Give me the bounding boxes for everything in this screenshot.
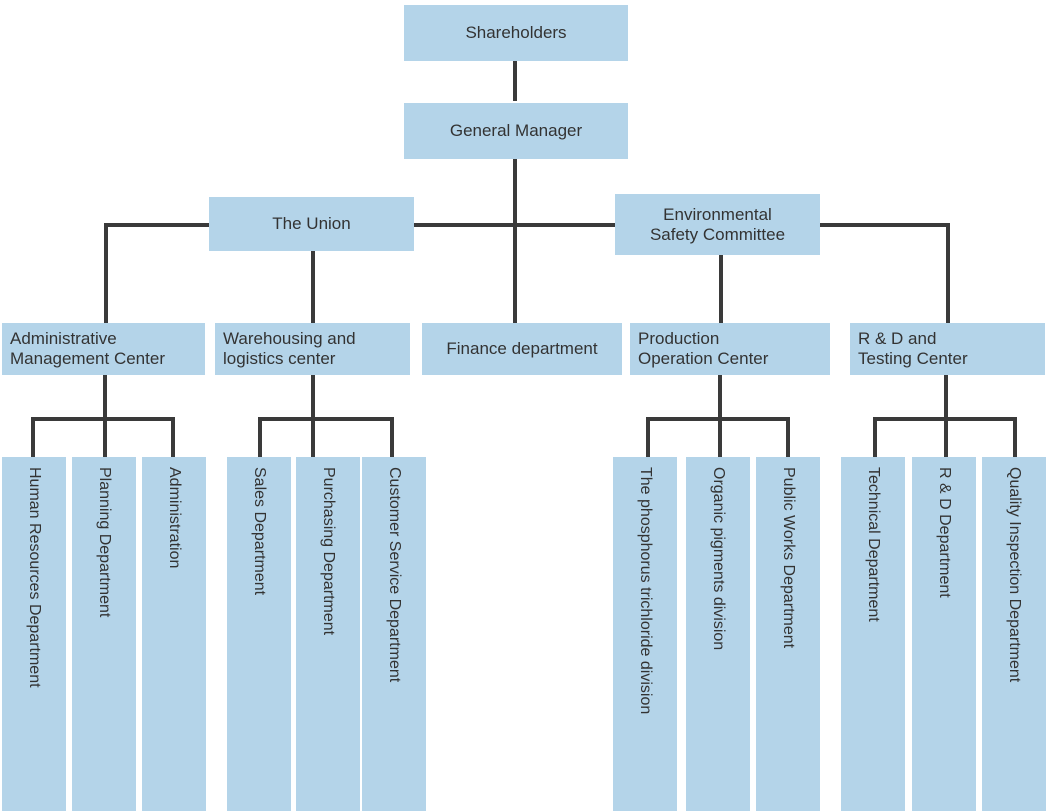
node-quality-inspection-department[interactable]: Quality Inspection Department bbox=[982, 457, 1046, 811]
node-organic-pigments-division-label: Organic pigments division bbox=[710, 467, 727, 651]
node-phosphorus-trichloride-division-label: The phosphorus trichloride division bbox=[637, 467, 654, 715]
connector-esc-to-production bbox=[719, 255, 723, 323]
node-planning-department[interactable]: Planning Department bbox=[72, 457, 136, 811]
connector-shareholders-to-general-manager bbox=[513, 61, 517, 101]
node-environmental-safety-committee-label: Environmental Safety Committee bbox=[649, 204, 786, 244]
node-warehousing-logistics-center[interactable]: Warehousing and logistics center bbox=[215, 323, 410, 375]
connector-rd-center-drop-3 bbox=[1013, 417, 1017, 457]
connector-general-manager-trunk bbox=[513, 159, 517, 323]
node-phosphorus-trichloride-division[interactable]: The phosphorus trichloride division bbox=[613, 457, 677, 811]
connector-union-to-warehousing bbox=[311, 251, 315, 323]
connector-bus-left-drop bbox=[104, 223, 108, 323]
node-technical-department[interactable]: Technical Department bbox=[841, 457, 905, 811]
node-rd-department-label: R & D Department bbox=[936, 467, 953, 598]
connector-main-bus bbox=[104, 223, 950, 227]
connector-warehousing-stem bbox=[311, 375, 315, 421]
node-customer-service-department[interactable]: Customer Service Department bbox=[362, 457, 426, 811]
connector-warehousing-drop-1 bbox=[258, 417, 262, 457]
node-environmental-safety-committee[interactable]: Environmental Safety Committee bbox=[615, 194, 820, 255]
node-production-operation-center[interactable]: Production Operation Center bbox=[630, 323, 830, 375]
node-customer-service-department-label: Customer Service Department bbox=[386, 467, 403, 683]
node-human-resources-department[interactable]: Human Resources Department bbox=[2, 457, 66, 811]
connector-production-stem bbox=[718, 375, 722, 421]
connector-warehousing-drop-3 bbox=[390, 417, 394, 457]
node-warehousing-logistics-center-label: Warehousing and logistics center bbox=[223, 329, 356, 368]
connector-warehousing-bar bbox=[258, 417, 394, 421]
connector-admin-center-drop-1 bbox=[31, 417, 35, 457]
node-technical-department-label: Technical Department bbox=[865, 467, 882, 622]
node-purchasing-department[interactable]: Purchasing Department bbox=[296, 457, 360, 811]
node-general-manager-label: General Manager bbox=[449, 121, 583, 140]
node-quality-inspection-department-label: Quality Inspection Department bbox=[1006, 467, 1023, 683]
connector-rd-center-stem bbox=[944, 375, 948, 421]
node-rd-testing-center-label: R & D and Testing Center bbox=[858, 329, 968, 368]
node-sales-department[interactable]: Sales Department bbox=[227, 457, 291, 811]
node-planning-department-label: Planning Department bbox=[96, 467, 113, 618]
node-administrative-management-center[interactable]: Administrative Management Center bbox=[2, 323, 205, 375]
node-the-union[interactable]: The Union bbox=[209, 197, 414, 251]
node-rd-testing-center[interactable]: R & D and Testing Center bbox=[850, 323, 1045, 375]
connector-production-drop-2 bbox=[718, 417, 722, 457]
node-public-works-department-label: Public Works Department bbox=[780, 467, 797, 649]
node-general-manager[interactable]: General Manager bbox=[404, 103, 628, 159]
node-public-works-department[interactable]: Public Works Department bbox=[756, 457, 820, 811]
node-production-operation-center-label: Production Operation Center bbox=[638, 329, 769, 368]
node-finance-department-label: Finance department bbox=[446, 339, 598, 358]
node-the-union-label: The Union bbox=[272, 214, 351, 233]
node-human-resources-department-label: Human Resources Department bbox=[26, 467, 43, 688]
node-finance-department[interactable]: Finance department bbox=[422, 323, 622, 375]
node-administration[interactable]: Administration bbox=[142, 457, 206, 811]
node-rd-department[interactable]: R & D Department bbox=[912, 457, 976, 811]
connector-bus-right-drop bbox=[946, 223, 950, 323]
node-shareholders-label: Shareholders bbox=[465, 23, 567, 42]
node-administrative-management-center-label: Administrative Management Center bbox=[10, 329, 165, 368]
connector-admin-center-drop-3 bbox=[171, 417, 175, 457]
connector-production-drop-3 bbox=[786, 417, 790, 457]
connector-warehousing-drop-2 bbox=[311, 417, 315, 457]
node-administration-label: Administration bbox=[166, 467, 183, 569]
connector-rd-center-drop-1 bbox=[873, 417, 877, 457]
node-sales-department-label: Sales Department bbox=[251, 467, 268, 596]
connector-admin-center-drop-2 bbox=[103, 417, 107, 457]
connector-admin-center-stem bbox=[103, 375, 107, 421]
node-shareholders[interactable]: Shareholders bbox=[404, 5, 628, 61]
connector-production-drop-1 bbox=[646, 417, 650, 457]
node-organic-pigments-division[interactable]: Organic pigments division bbox=[686, 457, 750, 811]
node-purchasing-department-label: Purchasing Department bbox=[320, 467, 337, 636]
connector-rd-center-drop-2 bbox=[944, 417, 948, 457]
